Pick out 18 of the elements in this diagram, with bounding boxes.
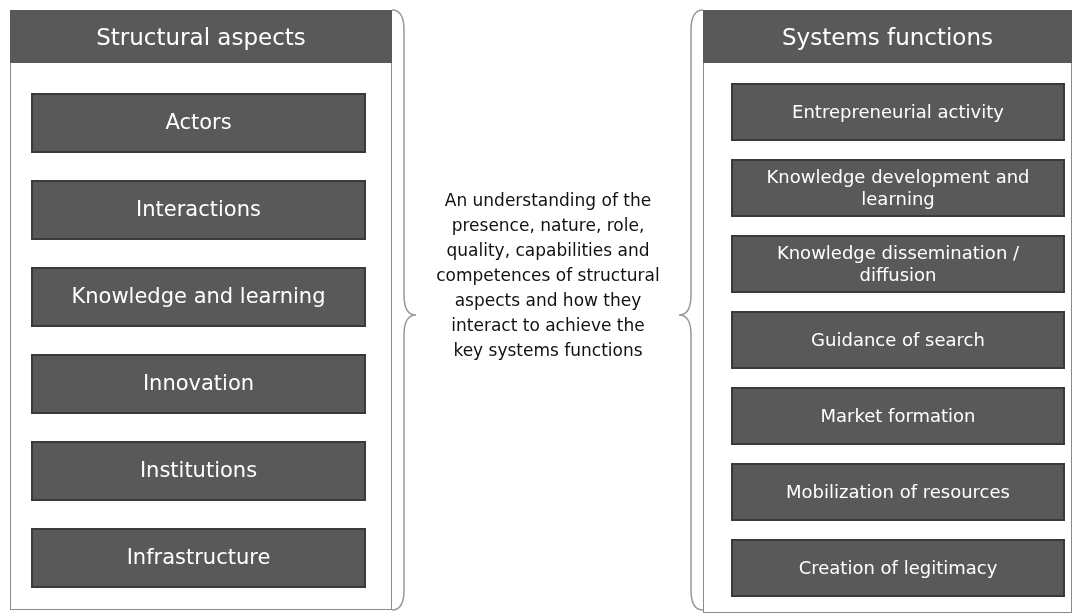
category-box: Market formation	[731, 387, 1065, 445]
category-box: Creation of legitimacy	[731, 539, 1065, 597]
category-box: Guidance of search	[731, 311, 1065, 369]
category-box: Innovation	[31, 354, 366, 414]
category-box: Entrepreneurial activity	[731, 83, 1065, 141]
category-box: Interactions	[31, 180, 366, 240]
category-box: Knowledge and learning	[31, 267, 366, 327]
panel-header: Structural aspects	[10, 10, 392, 63]
category-box: Actors	[31, 93, 366, 153]
panel	[10, 10, 392, 610]
category-box: Knowledge development and learning	[731, 159, 1065, 217]
category-box: Infrastructure	[31, 528, 366, 588]
panel	[703, 10, 1072, 613]
category-box: Knowledge dissemination / diffusion	[731, 235, 1065, 293]
category-box: Mobilization of resources	[731, 463, 1065, 521]
category-box: Institutions	[31, 441, 366, 501]
panel-header: Systems functions	[703, 10, 1072, 63]
explanation-text: An understanding of the presence, nature, role, quality, capabilities and competences of structural aspects and how they interact to achieve the key systems functions	[435, 189, 661, 362]
